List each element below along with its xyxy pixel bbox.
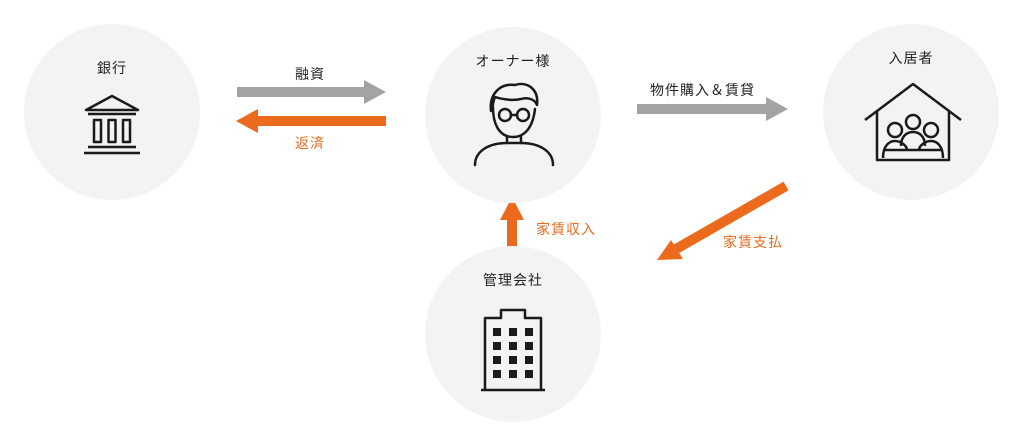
bank-building-icon (84, 94, 140, 155)
bank-node: 銀行 (24, 24, 200, 200)
financing-label: 融資 (295, 67, 325, 83)
purchase-lease-arrow (637, 97, 788, 121)
repayment-arrow (236, 109, 386, 133)
tenant-label: 入居者 (888, 51, 934, 67)
manager-label: 管理会社 (483, 273, 543, 289)
rent-payment-label: 家賃支払 (723, 235, 783, 251)
financing-arrow (237, 80, 386, 104)
rent-income-label: 家賃収入 (536, 222, 596, 238)
person-glasses-icon (473, 82, 555, 167)
manager-node: 管理会社 (425, 246, 601, 422)
house-family-icon (864, 82, 962, 162)
purchase-lease-label: 物件購入＆賃貸 (650, 83, 755, 99)
rent-income-arrow (500, 197, 524, 248)
bank-label: 銀行 (97, 61, 127, 77)
owner-node: オーナー様 (425, 27, 601, 203)
owner-label: オーナー様 (475, 54, 551, 70)
rent-payment-arrow (657, 181, 789, 260)
tenant-node: 入居者 (823, 24, 999, 200)
repayment-label: 返済 (295, 136, 325, 152)
office-building-icon (481, 308, 545, 392)
